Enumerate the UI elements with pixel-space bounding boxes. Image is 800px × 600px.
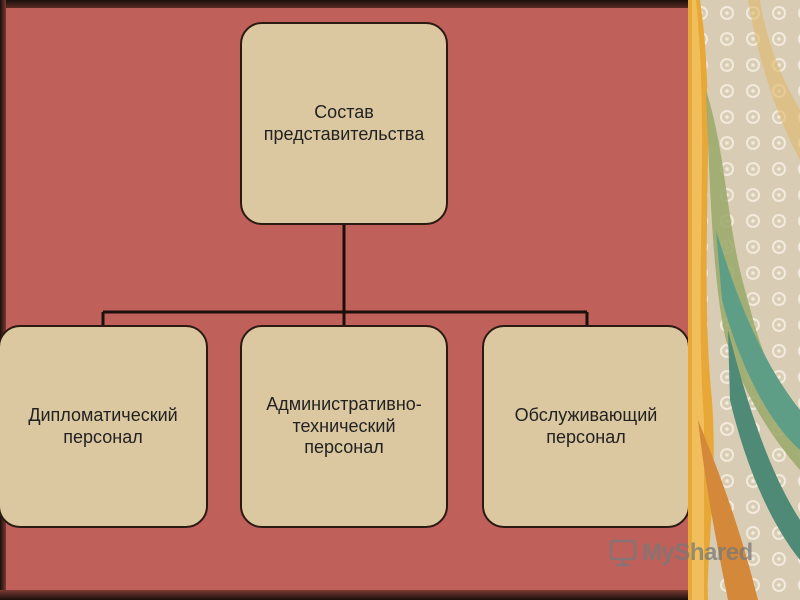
org-node-admin-technical-staff: Административно- технический персонал: [240, 325, 448, 528]
watermark-text: MyShared: [642, 539, 753, 566]
org-node-diplomatic-staff: Дипломатический персонал: [0, 325, 208, 528]
org-node-root: Состав представительства: [240, 22, 448, 225]
presentation-board-icon: [609, 539, 637, 567]
frame-top: [0, 0, 690, 8]
org-node-service-line2: персонал: [546, 426, 626, 447]
decorative-side-panel: [688, 0, 800, 600]
watermark-logo: MyShared: [608, 538, 753, 568]
frame-left: [0, 0, 6, 600]
floral-pattern-image: [688, 0, 800, 600]
org-node-diplomatic-line2: персонал: [63, 426, 143, 447]
org-node-root-line2: представительства: [263, 123, 425, 144]
org-node-service-staff: Обслуживающий персонал: [482, 325, 690, 528]
org-node-admin-line1: Административно-: [266, 394, 422, 415]
org-connectors: [101, 224, 589, 326]
org-node-service-line1: Обслуживающий: [514, 404, 658, 425]
org-node-diplomatic-line1: Дипломатический: [28, 404, 178, 425]
org-node-admin-line2: технический: [292, 415, 396, 436]
org-node-root-line1: Состав: [314, 101, 374, 122]
frame-bottom: [0, 590, 690, 600]
org-node-admin-line3: персонал: [304, 437, 384, 458]
